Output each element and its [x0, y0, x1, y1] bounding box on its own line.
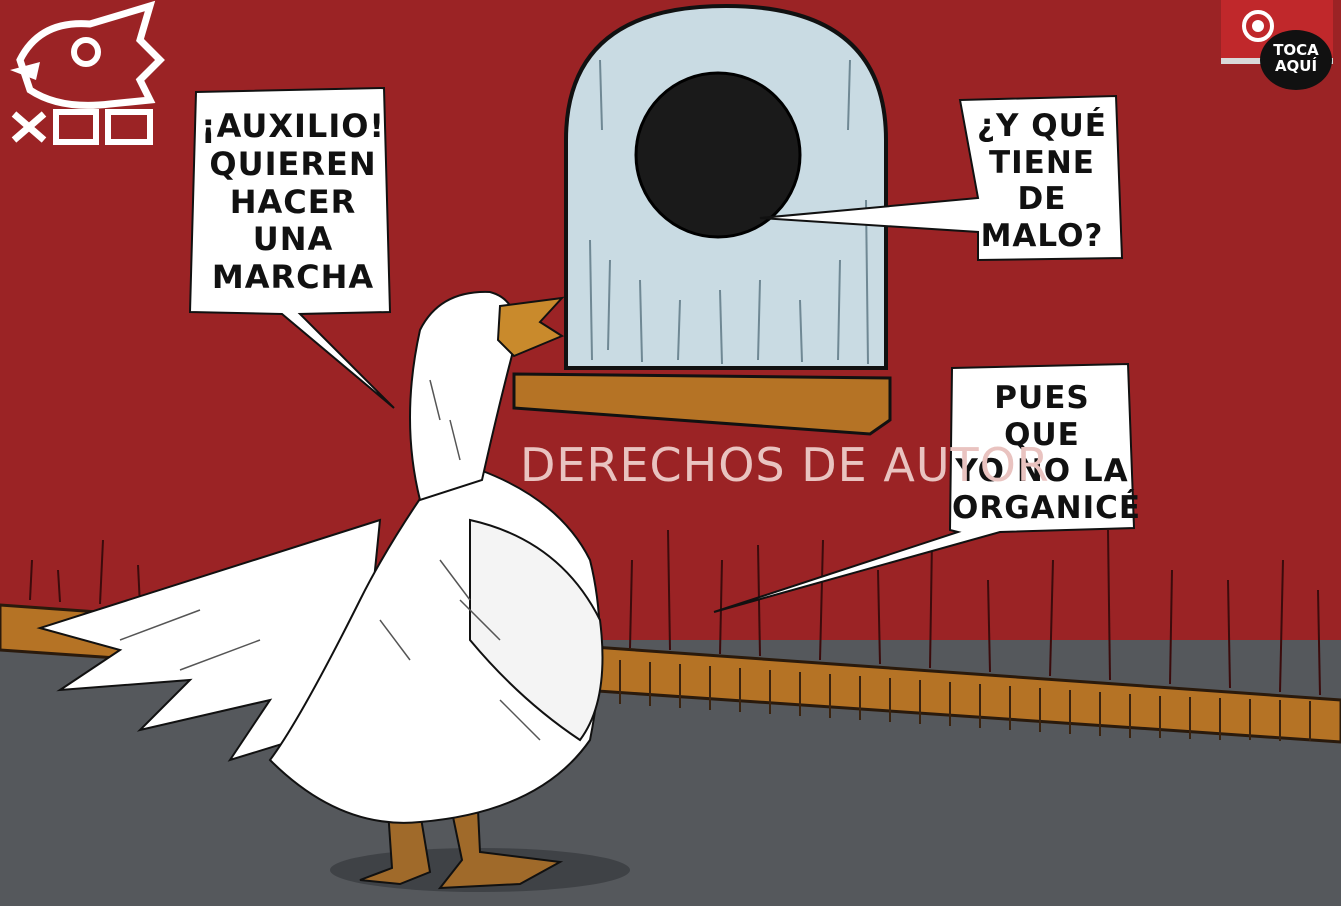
window-line-2: TIENE DE	[989, 144, 1095, 218]
goose-speech-text: ¡AUXILIO! QUIEREN HACER UNA MARCHA	[196, 107, 390, 297]
badge-ring	[1242, 10, 1274, 42]
window-ledge	[512, 372, 892, 436]
window-speech-text: ¿Y QUÉ TIENE DE MALO?	[966, 108, 1118, 254]
goose	[36, 290, 630, 892]
badge-dot	[1252, 20, 1264, 32]
wall-speech-text: PUES QUE YO NO LA ORGANICÉ	[952, 380, 1142, 526]
goose-line-4: UNA MARCHA	[211, 220, 375, 296]
wall-line-3: ORGANICÉ	[952, 489, 1142, 526]
wall-line-2: YO NO LA	[955, 453, 1129, 490]
goose-wing-right	[469, 518, 604, 742]
goose-line-1: ¡AUXILIO!	[200, 107, 386, 145]
goose-beak	[496, 296, 565, 358]
touch-hand-icon[interactable]	[1260, 30, 1332, 90]
goose-line-2: QUIEREN	[209, 144, 377, 183]
goose-line-3: HACER	[229, 182, 357, 221]
window-line-3: MALO?	[980, 217, 1104, 254]
speaker-grille	[634, 71, 802, 239]
wall-hatching	[29, 529, 1321, 696]
goose-neck	[409, 290, 518, 502]
aztec-glyph-icon	[10, 0, 165, 145]
baseboard-hatching	[619, 660, 1311, 741]
window-hatching	[589, 59, 869, 365]
wall-speech-bubble	[713, 362, 1136, 613]
goose-speech-bubble	[188, 86, 395, 409]
window-speech-bubble	[759, 94, 1124, 262]
derechos-de-autor-label: DERECHOS DE AUTOR	[520, 438, 1050, 492]
goose-feet	[359, 808, 564, 890]
wall-line-1: PUES QUE	[994, 380, 1090, 453]
window-line-1: ¿Y QUÉ	[977, 108, 1107, 144]
toca-aqui-badge[interactable]	[1221, 0, 1333, 90]
